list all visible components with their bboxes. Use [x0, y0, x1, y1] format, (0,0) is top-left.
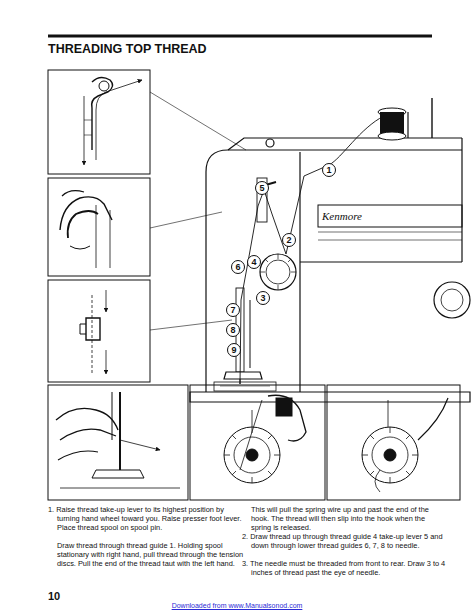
inset-leader: [150, 92, 246, 330]
thread-path: [240, 116, 384, 384]
callout-number: 5: [255, 181, 269, 195]
callout-number-text: 7: [230, 306, 235, 315]
callout-number: 6: [231, 260, 245, 274]
page-number: 10: [48, 590, 78, 602]
inset-lower-guide: [48, 280, 150, 382]
callout-number: 4: [247, 255, 261, 269]
sewing-machine: [190, 98, 470, 402]
callout-number: 7: [226, 303, 240, 317]
instruction-text: This will pull the spring wire up and pa…: [242, 505, 447, 532]
download-footer: Downloaded from www.Manualsonod.com: [0, 602, 474, 610]
instruction-text: 2. Draw thread up through thread guide 4…: [242, 532, 447, 550]
callout-number: 9: [227, 343, 241, 357]
callout-number-text: 9: [231, 346, 236, 355]
thread-spool: [378, 108, 406, 140]
header-rule: [48, 35, 432, 38]
callout-number: 2: [282, 233, 296, 247]
page-title: THREADING TOP THREAD: [48, 42, 207, 56]
callout-number-text: 6: [235, 263, 240, 272]
callout-number: 1: [322, 163, 336, 177]
instruction-text: 1. Raise thread take-up lever to its hig…: [48, 505, 247, 532]
inset-check-spring: [48, 178, 150, 276]
callout-number-text: 4: [251, 258, 256, 267]
instruction-text: Draw thread through thread guide 1. Hold…: [48, 541, 247, 568]
instruction-text: 3. The needle must be threaded from fron…: [242, 559, 447, 577]
inset-needle-threading: [48, 385, 188, 500]
callout-number-text: 5: [259, 184, 264, 193]
inset-tension-discs: [190, 385, 325, 500]
callout-number-text: 2: [286, 236, 291, 245]
brand-name: Kenmore: [322, 210, 402, 222]
callout-number-text: 8: [230, 326, 235, 335]
inset-guide-one: [48, 70, 150, 174]
callout-number: 3: [256, 291, 270, 305]
callout-number-text: 1: [326, 166, 331, 175]
inset-spring-check: [327, 385, 460, 500]
callout-number: 8: [226, 323, 240, 337]
callout-number-text: 3: [260, 294, 265, 303]
